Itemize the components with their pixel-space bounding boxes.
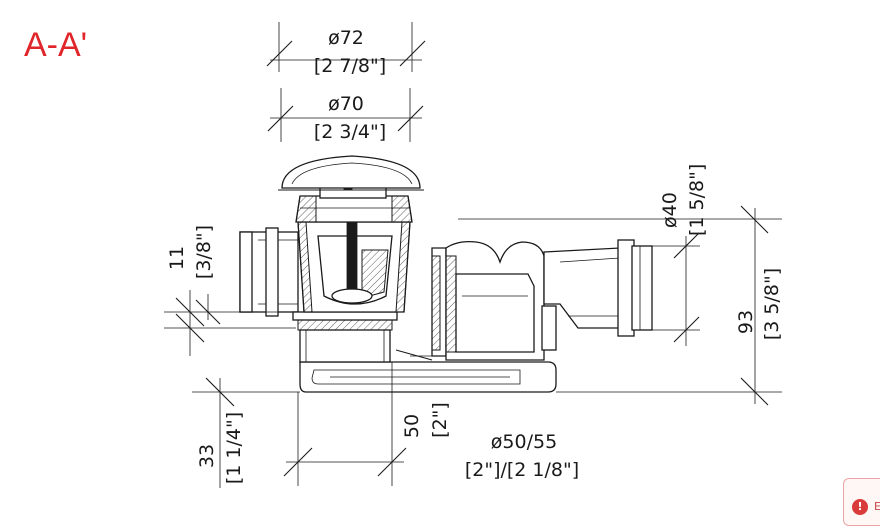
dim-offset: 50 [2"] [283,362,451,486]
dim-outlet-diameter: ø40 [1 5/8"] [652,164,708,346]
dim-body-imperial: [1 1/4"] [223,412,245,484]
dim-connection-metric: ø50/55 [491,431,557,453]
dim-outlet-metric: ø40 [659,192,681,228]
dim-outlet-imperial: [1 5/8"] [686,164,708,236]
dim-body-height: 33 [1 1/4"] [192,377,300,488]
alert-icon: ! [852,499,868,515]
dim-top-inner-imperial: [2 3/4"] [314,121,386,143]
dim-body-metric: 33 [196,444,218,468]
dim-top-inner: ø70 [2 3/4"] [267,88,424,143]
dim-flange-metric: 11 [166,246,188,270]
dim-height-metric: 93 [735,310,757,334]
dim-offset-imperial: [2"] [429,402,451,438]
dim-top-inner-metric: ø70 [328,93,364,115]
dim-flange-imperial: [3/8"] [193,225,215,279]
dim-total-height: 93 [3 5/8"] [458,205,783,406]
dim-top-outer: ø72 [2 7/8"] [266,22,426,77]
dim-top-outer-metric: ø72 [328,27,364,49]
error-tab[interactable]: ! E [843,478,880,526]
dim-connection: ø50/55 [2"]/[2 1/8"] [465,431,579,481]
dim-flange-thickness: 11 [3/8"] [164,225,296,356]
dim-height-imperial: [3 5/8"] [761,268,783,340]
dim-connection-imperial: [2"]/[2 1/8"] [465,459,579,481]
dim-top-outer-imperial: [2 7/8"] [314,55,386,77]
error-tab-label: E [874,500,880,513]
dim-offset-metric: 50 [401,414,423,438]
drain-assembly [239,155,653,393]
section-label: A-A' [24,26,87,64]
